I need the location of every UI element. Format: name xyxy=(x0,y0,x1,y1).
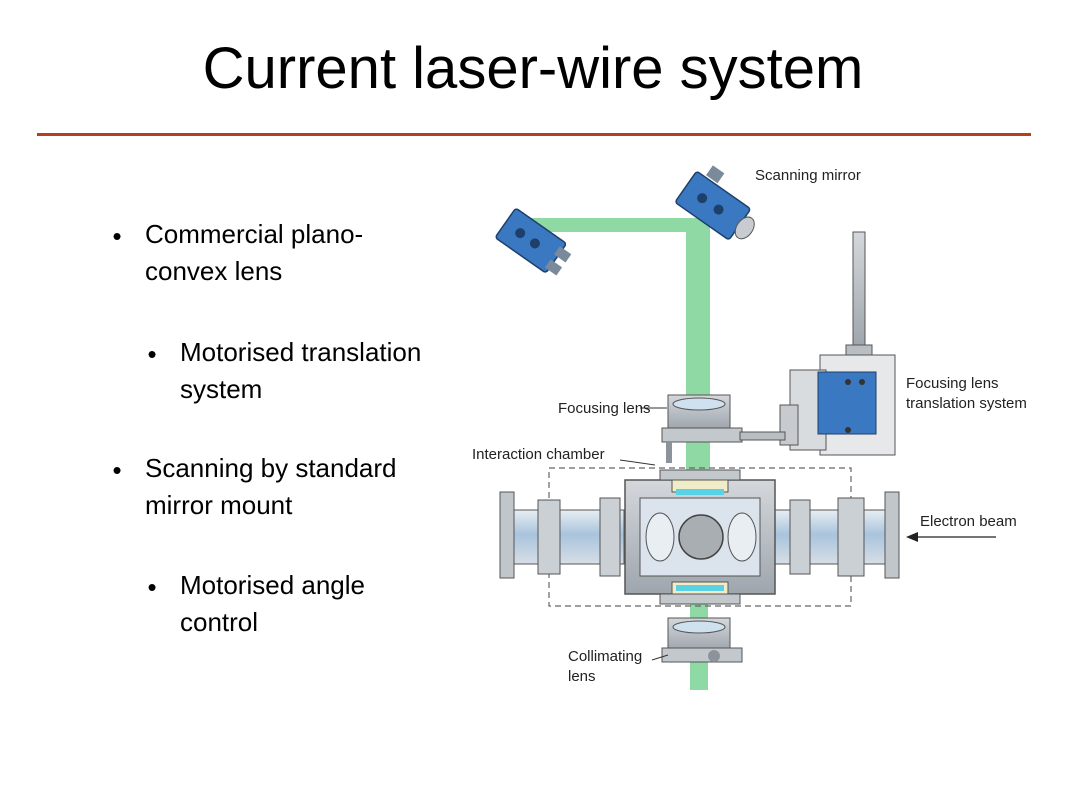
label-electron-beam: Electron beam xyxy=(920,513,1017,530)
title-divider xyxy=(37,133,1031,136)
label-focusing-lens-translation-line2: translation system xyxy=(906,395,1027,412)
electron-beam-arrow xyxy=(906,532,996,542)
bullet-dot: • xyxy=(112,455,122,485)
bullet-item: • Commercial plano- convex lens xyxy=(112,216,465,290)
bullet-dot: • xyxy=(147,339,157,369)
label-leaders xyxy=(619,407,669,661)
bullet-text-line: system xyxy=(180,374,263,404)
translation-motor xyxy=(845,231,873,358)
label-interaction-chamber: Interaction chamber xyxy=(472,446,605,463)
label-collimating-line1: Collimating xyxy=(568,648,643,665)
bullet-item: • Motorised translation system xyxy=(147,334,480,408)
focusing-lens-holder xyxy=(661,394,786,463)
bullet-dot: • xyxy=(112,221,122,251)
label-focusing-lens: Focusing lens xyxy=(558,400,651,417)
collimating-lens-holder xyxy=(661,617,743,663)
slide-title: Current laser-wire system xyxy=(202,36,864,101)
bullet-text-line: Motorised translation xyxy=(180,337,422,367)
bullet-item: • Scanning by standard mirror mount xyxy=(112,450,465,524)
translation-stage xyxy=(779,354,896,456)
diagram-svg xyxy=(495,165,996,690)
bullet-text-line: Scanning by standard xyxy=(145,453,397,483)
label-scanning-mirror: Scanning mirror xyxy=(755,167,861,184)
bullet-text-line: control xyxy=(180,607,259,637)
bullet-text-line: mirror mount xyxy=(145,490,293,520)
scanning-mirror-mount xyxy=(675,165,755,240)
bullet-text-line: convex lens xyxy=(145,256,283,286)
bullet-text-line: Motorised angle xyxy=(180,570,365,600)
bullet-dot: • xyxy=(147,572,157,602)
bullet-item: • Motorised angle control xyxy=(147,567,480,641)
beam-pipe xyxy=(499,491,900,579)
label-collimating-line2: lens xyxy=(568,668,596,685)
bullet-text-line: Commercial plano- xyxy=(145,219,364,249)
fixed-mirror-mount xyxy=(495,208,572,276)
label-focusing-lens-translation-line1: Focusing lens xyxy=(906,375,999,392)
laser-wire-diagram: Scanning mirror Focusing lens translatio… xyxy=(470,150,1066,710)
bullet-list: • Commercial plano- convex lens • Motori… xyxy=(0,0,480,800)
chamber-body xyxy=(624,469,776,605)
